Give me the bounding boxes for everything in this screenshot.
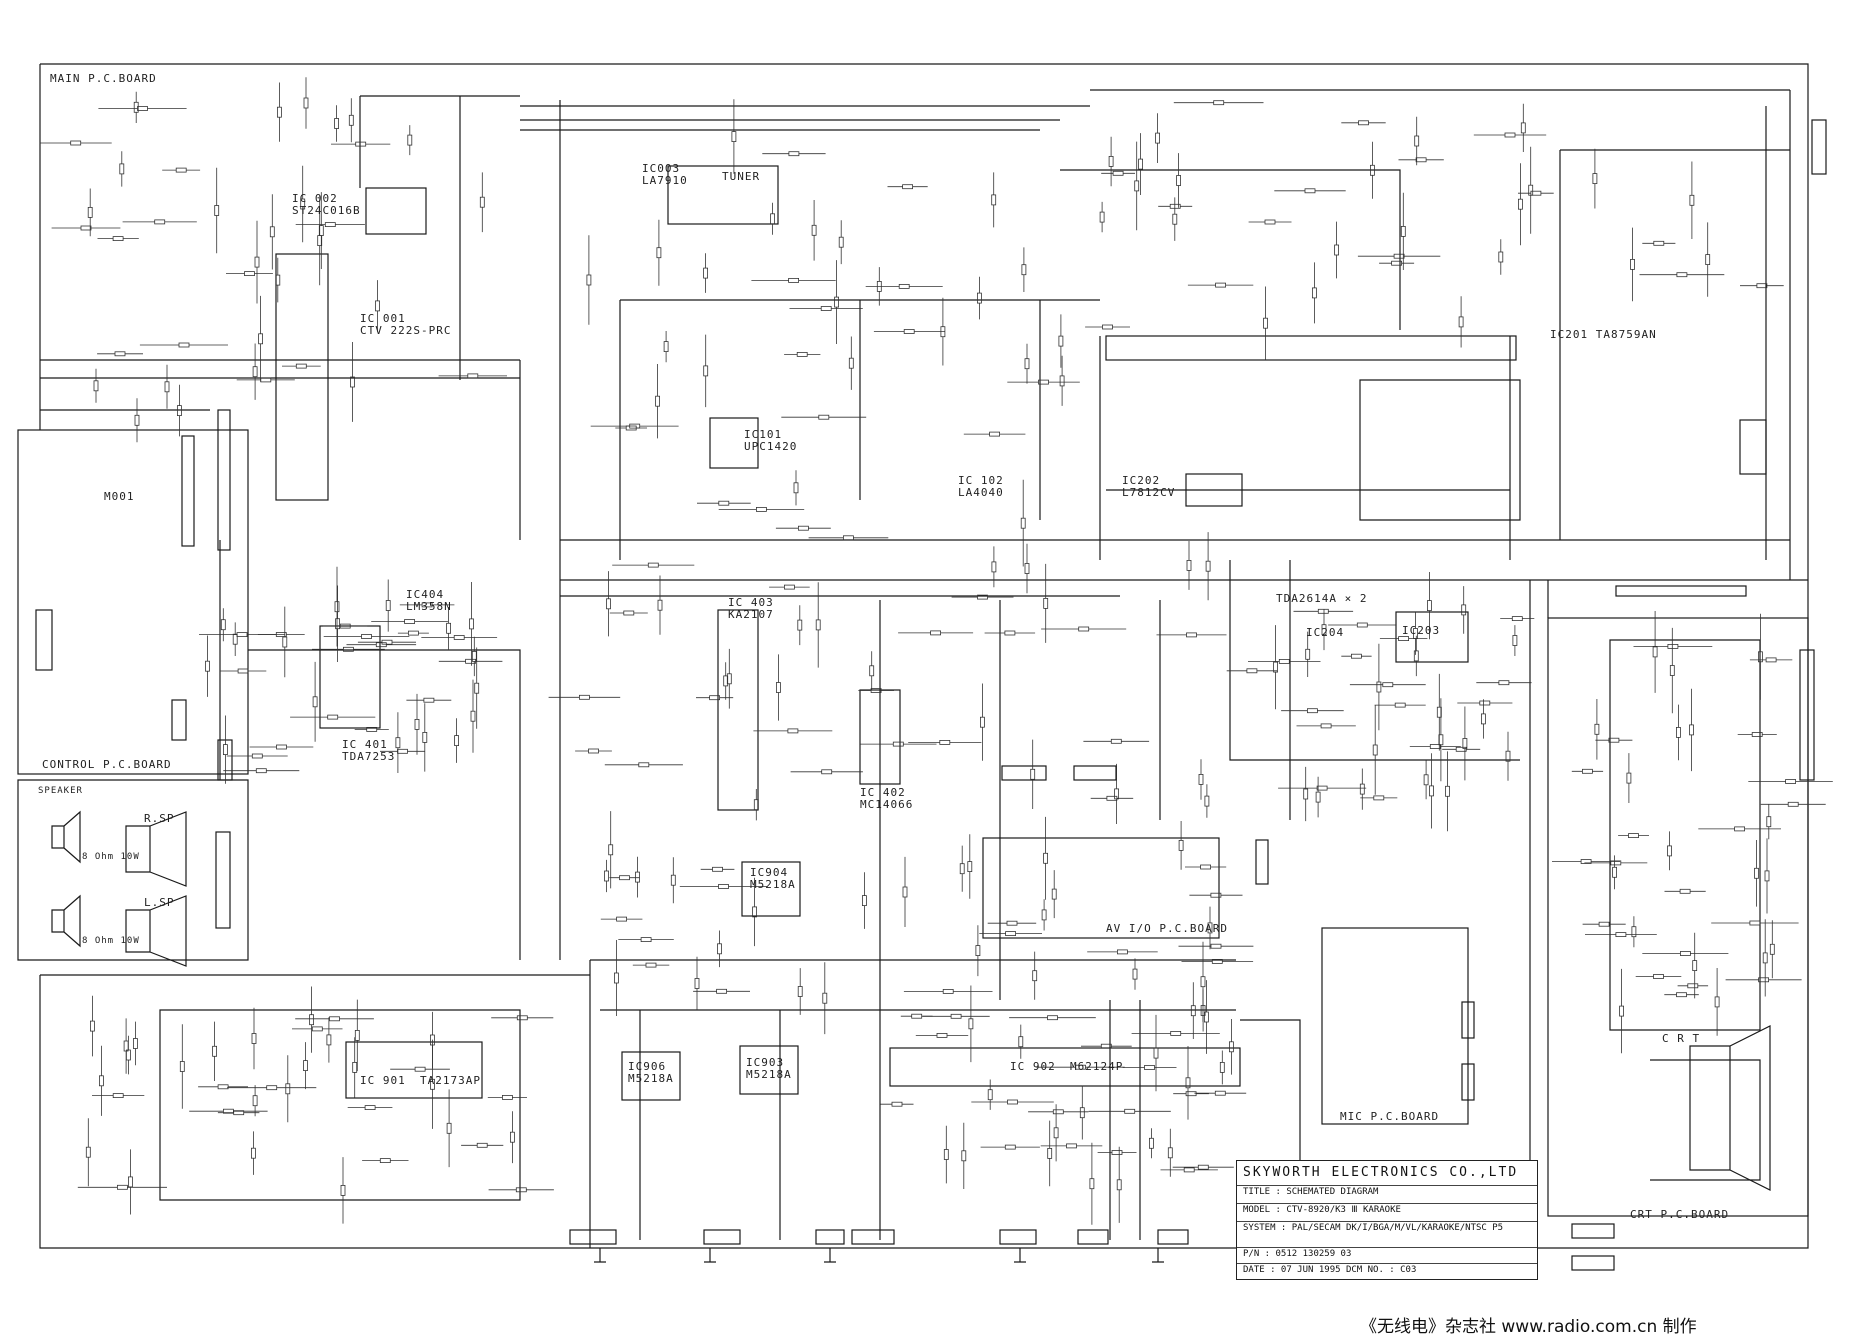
date-row: DATE : 07 JUN 1995 DCM NO. : C03 xyxy=(1237,1263,1537,1277)
ic001-body xyxy=(275,253,329,501)
tuner-body xyxy=(667,165,779,225)
ic403-label: IC 403 xyxy=(728,596,774,609)
ic001-label: IC 001 xyxy=(360,312,406,325)
ic204-label: IC204 xyxy=(1306,626,1345,639)
r-sp-label: R.SP xyxy=(144,812,175,825)
crt-board-label: CRT P.C.BOARD xyxy=(1630,1208,1730,1221)
ic904-label: IC904 xyxy=(750,866,789,879)
tuner-label: TUNER xyxy=(722,170,761,183)
ic904-part: M5218A xyxy=(750,878,796,891)
ic401-body xyxy=(319,625,381,729)
passive-components xyxy=(39,77,1833,1225)
av-io-board-outline xyxy=(982,837,1220,939)
title-row: TITLE : SCHEMATED DIAGRAM xyxy=(1237,1185,1537,1199)
crt-symbol xyxy=(1689,1025,1771,1191)
ic403-body xyxy=(717,609,759,811)
m001-label: M001 xyxy=(104,490,135,503)
ic102-label: IC 102 xyxy=(958,474,1004,487)
ic902-label: IC 902 xyxy=(1010,1060,1056,1073)
ic201-label: IC201 TA8759AN xyxy=(1550,328,1657,341)
ic401-label: IC 401 xyxy=(342,738,388,751)
l-sp-spec: 8 Ohm 10W xyxy=(82,936,140,946)
publisher-footer: 《无线电》杂志社 www.radio.com.cn 制作 xyxy=(1360,1317,1697,1337)
ic002-part: ST24C016B xyxy=(292,204,361,217)
ic003-part: LA7910 xyxy=(642,174,688,187)
system-row: SYSTEM : PAL/SECAM DK/I/BGA/M/VL/KARAOKE… xyxy=(1237,1221,1537,1245)
connector-blocks xyxy=(35,119,1827,1271)
ic903-body xyxy=(739,1045,799,1095)
ic204-body xyxy=(1395,611,1469,663)
speaker-symbols xyxy=(51,810,187,967)
ic003-label: IC003 xyxy=(642,162,681,175)
ic906-label: IC906 xyxy=(628,1060,667,1073)
ic901-label: IC 901 xyxy=(360,1074,406,1087)
ic903-part: M5218A xyxy=(746,1068,792,1081)
ic202-label: IC202 xyxy=(1122,474,1161,487)
main-board-label: MAIN P.C.BOARD xyxy=(50,72,157,85)
ic002-label: IC 002 xyxy=(292,192,338,205)
model-row: MODEL : CTV-8920/K3 Ⅲ KARAOKE xyxy=(1237,1203,1537,1217)
crt-label: C R T xyxy=(1662,1032,1701,1045)
r-sp-spec: 8 Ohm 10W xyxy=(82,852,140,862)
title-block: SKYWORTH ELECTRONICS CO.,LTD TITLE : SCH… xyxy=(1236,1160,1538,1280)
ic903-label: IC903 xyxy=(746,1056,785,1069)
l-sp-label: L.SP xyxy=(144,896,175,909)
ic101-body xyxy=(709,417,759,469)
ic906-body xyxy=(621,1051,681,1101)
ground-symbols xyxy=(594,1248,1164,1263)
ic404-part: LM358N xyxy=(406,600,452,613)
ic402-part: MC14066 xyxy=(860,798,914,811)
ic401-part: TDA7253 xyxy=(342,750,396,763)
ic901-part: TA2173AP xyxy=(420,1074,481,1087)
av-io-board-label: AV I/O P.C.BOARD xyxy=(1106,922,1228,935)
ic404-label: IC404 xyxy=(406,588,445,601)
ic902-part: M62124P xyxy=(1070,1060,1124,1073)
ic202-part: L7812CV xyxy=(1122,486,1176,499)
pn-row: P/N : 0512 130259 03 xyxy=(1237,1247,1537,1261)
mic-board-outline xyxy=(1321,927,1469,1125)
ic101-label: IC101 xyxy=(744,428,783,441)
ic203-label: IC203 xyxy=(1402,624,1441,637)
ic906-part: M5218A xyxy=(628,1072,674,1085)
control-board-outline xyxy=(17,429,249,775)
crt-board-outline xyxy=(1547,617,1809,1217)
ic002-body xyxy=(365,187,427,235)
ic904-body xyxy=(741,861,801,917)
speaker-area-outline xyxy=(17,779,249,961)
ic001-part: CTV 222S-PRC xyxy=(360,324,452,337)
mic-board-label: MIC P.C.BOARD xyxy=(1340,1110,1440,1123)
ic201-body xyxy=(1105,335,1517,361)
ic902-body xyxy=(889,1047,1241,1087)
ic402-label: IC 402 xyxy=(860,786,906,799)
company-name: SKYWORTH ELECTRONICS CO.,LTD xyxy=(1243,1165,1519,1180)
control-board-label: CONTROL P.C.BOARD xyxy=(42,758,172,771)
ic101-part: UPC1420 xyxy=(744,440,798,453)
ic403-part: KA2107 xyxy=(728,608,774,621)
tda-pair-label: TDA2614A × 2 xyxy=(1276,592,1368,605)
ic901-body xyxy=(345,1041,483,1099)
speaker-label: SPEAKER xyxy=(38,786,83,796)
ic102-part: LA4040 xyxy=(958,486,1004,499)
